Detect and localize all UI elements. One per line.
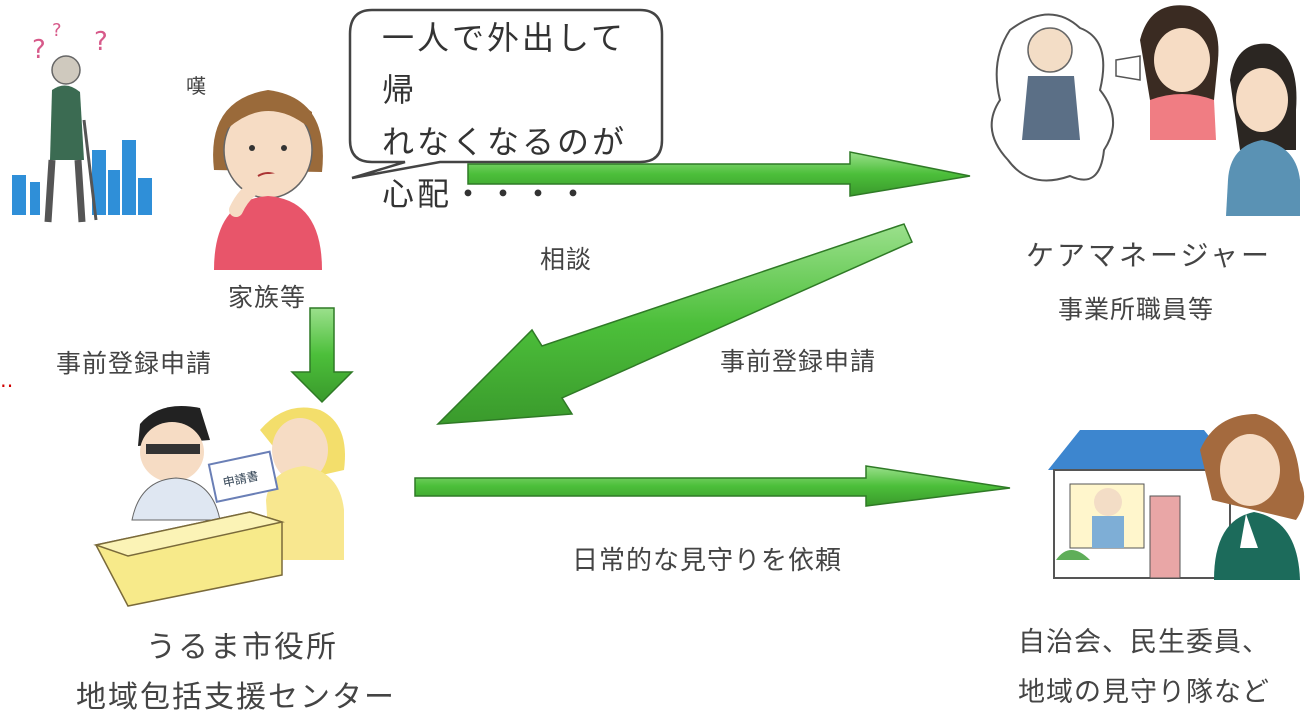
city-hall-counter-icon: 申請書: [93, 406, 345, 607]
svg-text:?: ?: [94, 27, 108, 57]
speech-bubble-text: 一人で外出して帰 れなくなるのが 心配・・・・: [382, 19, 628, 213]
wandering-elder-icon: ? ? ?: [12, 20, 152, 223]
arrow-family-to-cityhall: [290, 307, 354, 404]
svg-text:?: ?: [32, 35, 46, 65]
arrow-caremanager-to-cityhall: [436, 223, 913, 425]
community-watch-icon: [1048, 414, 1305, 580]
edge-dots: ‥: [0, 368, 15, 392]
thought-cloud-icon: [990, 13, 1115, 182]
worried-family-icon: [213, 90, 323, 270]
community-sublabel: 地域の見守り隊など: [1018, 677, 1270, 708]
community-label: 自治会、民生委員、: [1018, 627, 1270, 658]
support-center-label: 地域包括支援センター: [76, 680, 396, 715]
city-hall-label: うるま市役所: [146, 630, 338, 665]
pre-registration-left-label: 事前登録申請: [56, 349, 213, 378]
speech-bubble: [348, 8, 664, 180]
care-manager-icon: [1115, 5, 1300, 216]
sigh-mark: 嘆: [186, 74, 207, 98]
pre-registration-right-label: 事前登録申請: [720, 347, 877, 376]
arrow-cityhall-to-community: [414, 465, 1011, 507]
family-label: 家族等: [228, 283, 307, 312]
arrow-family-to-caremanager: [467, 151, 971, 197]
request-watch-label: 日常的な見守りを依頼: [572, 546, 843, 576]
svg-text:?: ?: [52, 20, 62, 41]
care-manager-label: ケアマネージャー: [1026, 239, 1273, 272]
care-manager-sublabel: 事業所職員等: [1058, 295, 1215, 324]
consult-label: 相談: [540, 245, 593, 274]
